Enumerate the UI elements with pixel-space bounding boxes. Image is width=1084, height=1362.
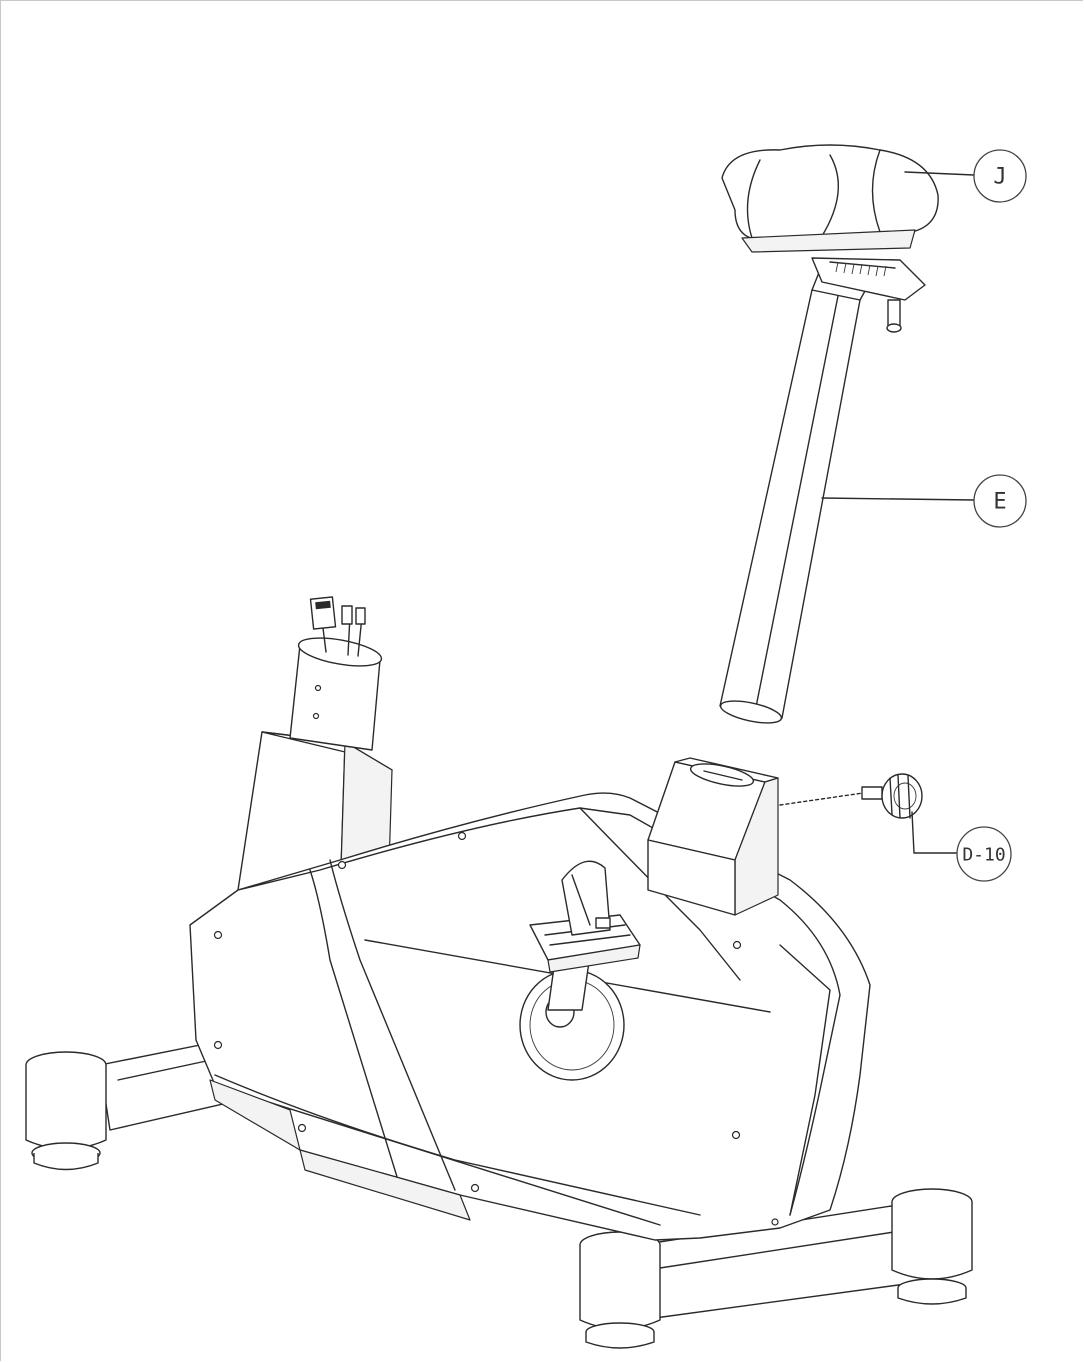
callout-e-label: E (993, 490, 1006, 515)
crank-pedal (519, 860, 641, 1081)
callout-j: J (973, 149, 1027, 203)
seat-post (719, 269, 871, 724)
tension-knob (779, 773, 923, 819)
saddle (721, 144, 939, 253)
callout-e: E (973, 474, 1027, 528)
seat-slider (811, 257, 926, 333)
callout-d10-label: D-10 (962, 845, 1005, 866)
seat-post-socket (647, 757, 779, 916)
rear-stabilizer (25, 1034, 263, 1171)
callout-d10: D-10 (956, 826, 1012, 882)
callout-leaders (821, 171, 975, 854)
callout-j-label: J (993, 165, 1006, 190)
front-stabilizer (579, 1188, 973, 1349)
